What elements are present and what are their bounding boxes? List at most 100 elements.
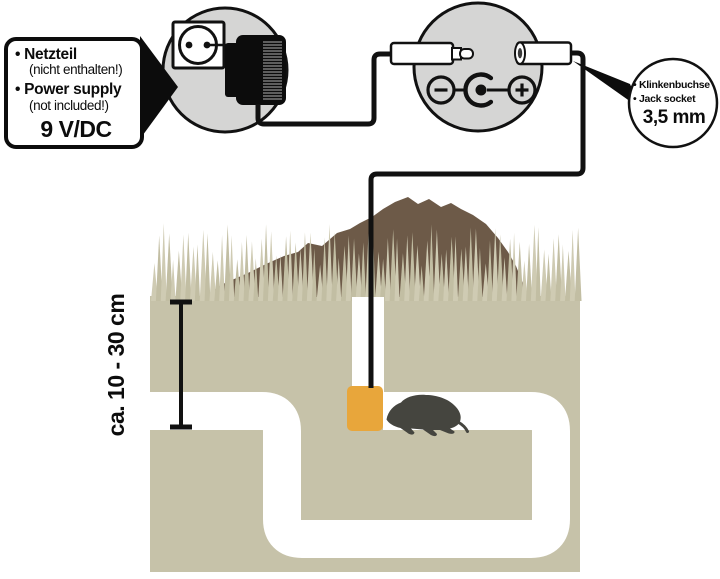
grass-blade	[375, 251, 382, 301]
soil-scene	[150, 197, 582, 572]
grass-blade	[418, 265, 425, 301]
grass-blade	[170, 259, 176, 301]
grass-blade	[413, 244, 421, 301]
grass-blade	[287, 230, 294, 301]
vertical-shaft	[352, 297, 384, 393]
grass-blade	[326, 224, 333, 301]
grass-blade	[443, 249, 450, 301]
grass-blade	[311, 248, 317, 301]
grass-blade	[477, 247, 483, 301]
grass-blade	[535, 227, 541, 301]
jack-label-de: • Klinkenbuchse	[633, 79, 710, 91]
grass-blade	[394, 238, 400, 301]
jack-label-en: • Jack socket	[633, 92, 696, 105]
grass-blade	[243, 234, 250, 301]
mole-tunnel	[150, 392, 570, 558]
jack-socket-icon	[514, 41, 573, 66]
wiring-diagram	[140, 1, 719, 388]
grass-blade	[165, 233, 173, 301]
grass-blade	[199, 229, 207, 301]
grass-blade	[233, 259, 241, 301]
grass-blade	[248, 241, 256, 301]
grass-blade	[521, 260, 528, 301]
grass-blade	[350, 238, 358, 301]
grass-blade	[462, 246, 469, 301]
grass-blade	[301, 232, 308, 301]
grass-blade	[399, 253, 407, 301]
callout-note-en: (not included!)	[29, 97, 109, 113]
grass-blade	[214, 260, 222, 301]
grass-blade	[555, 234, 563, 301]
jack-callout-circle	[627, 57, 719, 149]
grass-blade	[452, 236, 459, 301]
grass-blade	[550, 238, 557, 301]
grass-blade	[438, 253, 445, 301]
grass-blade	[228, 235, 235, 301]
grass-blade	[560, 244, 566, 301]
callout-line-power-supply: •Power supply	[15, 81, 122, 99]
grass-blade	[355, 253, 363, 301]
grass-blade	[209, 251, 217, 301]
cable-adapter-to-plug	[255, 51, 390, 127]
grass-blade	[155, 235, 163, 301]
polarity-center-pin-icon	[463, 72, 494, 108]
polarity-symbols	[426, 72, 537, 108]
grass-blade	[336, 257, 342, 301]
grass-blade	[433, 229, 441, 301]
voltage-label: 9 V/DC	[40, 116, 112, 143]
grass-blade	[496, 234, 504, 301]
grass-blade	[272, 255, 280, 301]
grass-blade	[457, 248, 465, 301]
grass-blade	[409, 232, 416, 301]
grass-blade	[160, 223, 167, 301]
grass-blade	[574, 227, 582, 301]
grass-blade	[194, 244, 201, 301]
grass-blade	[506, 238, 514, 301]
grass-blade	[472, 228, 480, 301]
grass-blade	[448, 236, 456, 301]
grass-blade	[185, 232, 192, 301]
grass-blade	[175, 250, 183, 301]
grass-blade	[569, 229, 576, 301]
bullet-icon: •	[633, 79, 637, 91]
callout-note-de: (nicht enthalten!)	[29, 62, 123, 78]
grass-blade	[345, 235, 352, 301]
grass-blade	[340, 245, 349, 301]
mole-icon	[386, 394, 461, 437]
depth-label: ca. 10 - 30 cm	[103, 293, 129, 437]
cable-socket-to-device	[368, 50, 586, 388]
grass-blade	[151, 263, 158, 301]
grass-blade	[487, 240, 493, 301]
grass-blade	[297, 248, 304, 301]
power-supply-callout: •Netzteil (nicht enthalten!) •Power supp…	[4, 37, 144, 149]
grass-blade	[501, 257, 508, 301]
grass-blade	[423, 240, 431, 301]
grass-icon	[151, 223, 582, 301]
grass-blade	[267, 231, 275, 301]
grass-blade	[525, 243, 533, 301]
grass-blade	[404, 235, 411, 301]
grass-blade	[219, 235, 225, 301]
callout-line-netzteil: •Netzteil	[15, 46, 77, 63]
repeller-device	[347, 386, 383, 431]
grass-blade	[545, 253, 552, 301]
jack-callout-pointer	[573, 61, 641, 109]
grass-blade	[180, 234, 187, 301]
grass-blade	[253, 258, 259, 301]
grass-blade	[428, 224, 435, 301]
bullet-icon: •	[15, 46, 21, 63]
grass-blade	[189, 246, 197, 301]
power-adapter-icon	[225, 35, 286, 105]
jack-size-label: 3,5 mm	[642, 107, 706, 129]
grass-blade	[258, 238, 266, 301]
jack-plug-icon	[389, 41, 474, 66]
grass-blade	[306, 232, 315, 301]
grass-blade	[540, 249, 548, 301]
depth-measure-line	[170, 299, 192, 430]
grass-blade	[389, 229, 397, 301]
grass-blade	[331, 232, 339, 301]
grass-blade	[316, 264, 324, 301]
grass-blade	[321, 237, 328, 301]
